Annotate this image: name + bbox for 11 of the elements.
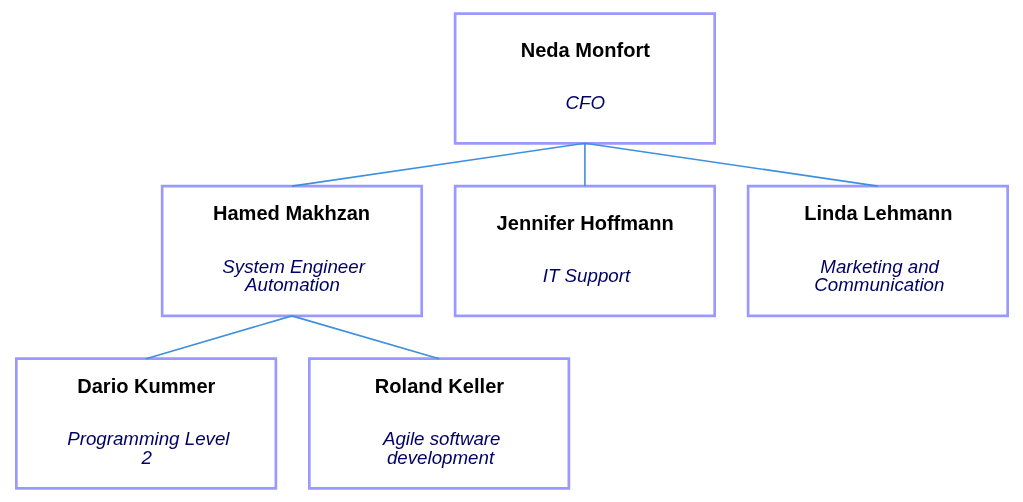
connector (290, 315, 440, 360)
node-box: Neda Monfort CFO (453, 12, 716, 145)
node-box: Roland Keller Agile software development (307, 357, 570, 490)
node-box: Dario Kummer Programming Level 2 (14, 357, 277, 490)
node-box: Linda Lehmann Marketing and Communication (746, 184, 1009, 318)
node-box: Jennifer Hoffmann IT Support (453, 184, 716, 318)
connector (290, 142, 586, 187)
node-box: Hamed Makhzan System Engineer Automation (160, 184, 423, 318)
connector (583, 142, 586, 187)
connector (144, 315, 293, 360)
connector (583, 142, 879, 187)
